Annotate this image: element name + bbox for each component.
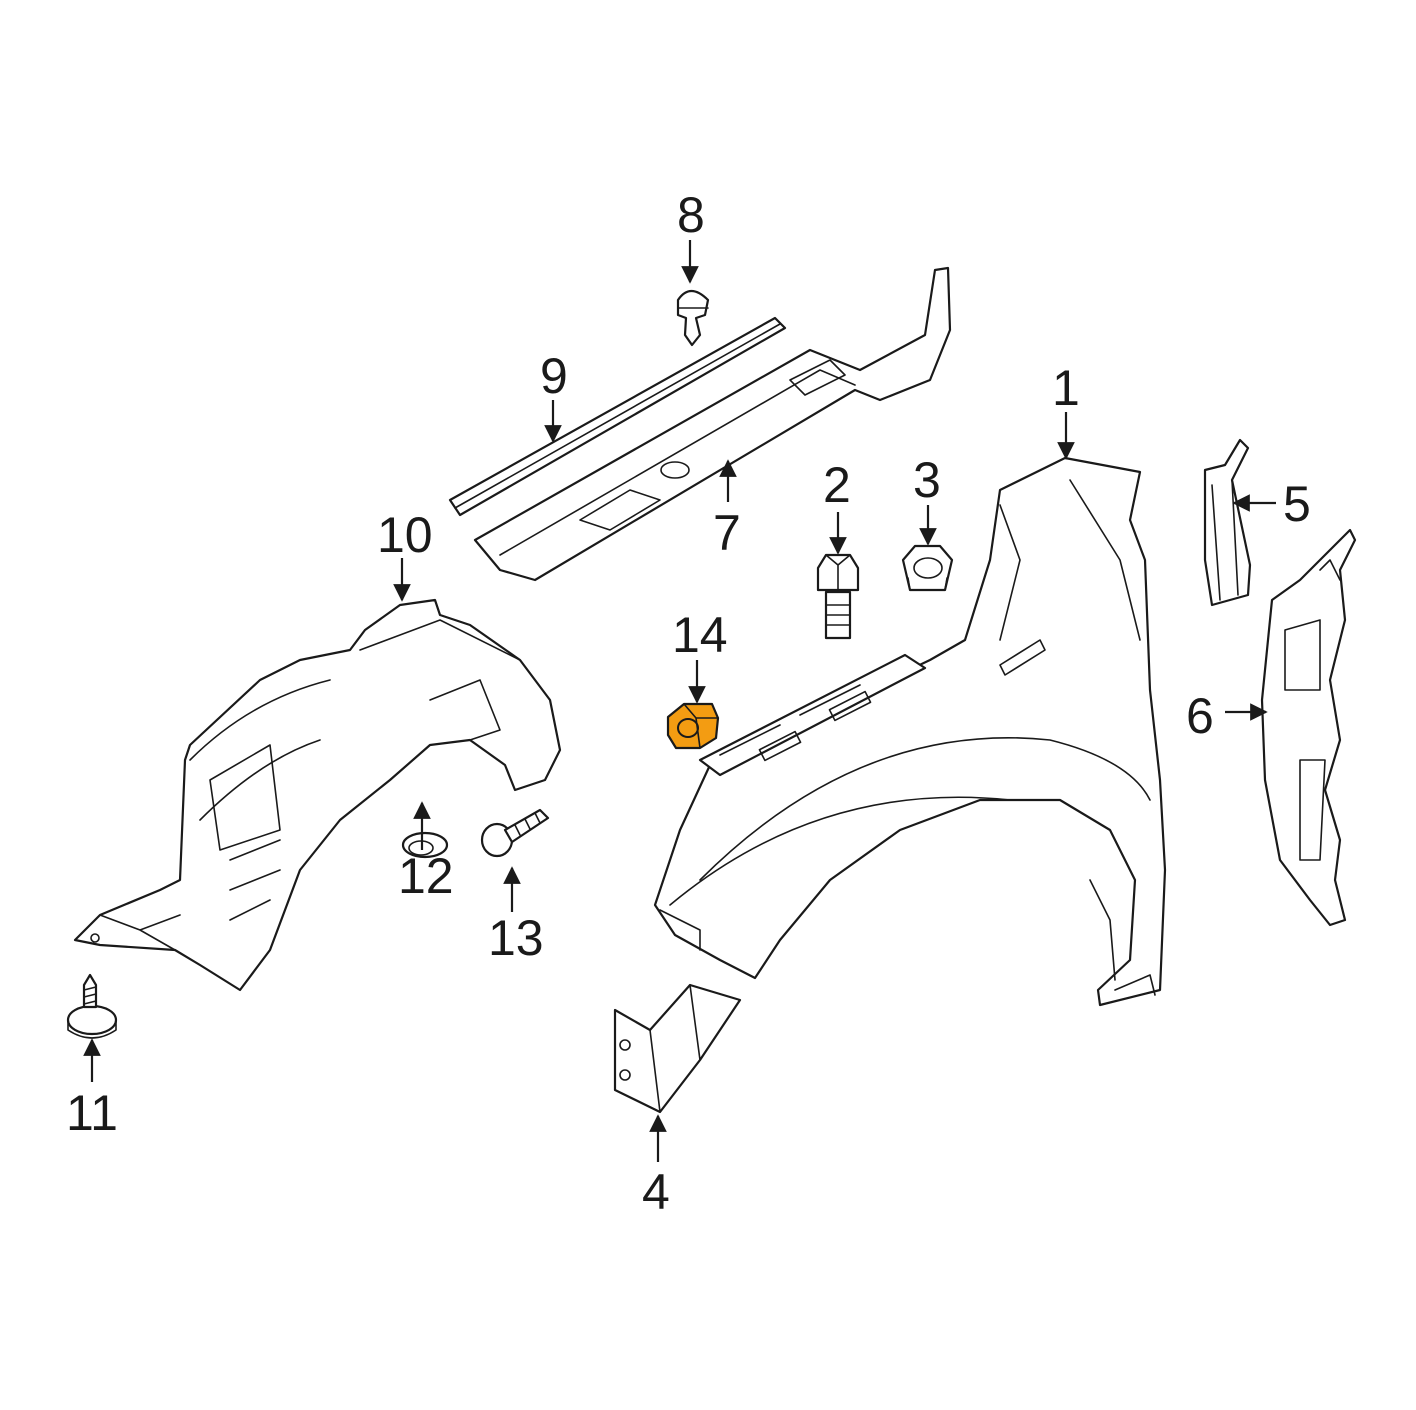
leader-lines [83, 240, 1276, 1162]
callout-3: 3 [913, 452, 941, 508]
callout-7: 7 [713, 505, 741, 561]
highlighted-nut-body [666, 702, 720, 750]
callout-6: 6 [1186, 688, 1214, 744]
clip-part[interactable] [676, 289, 710, 347]
bolt-part[interactable] [816, 553, 860, 640]
callout-11: 11 [66, 1085, 118, 1141]
fender-rail-flange [698, 653, 927, 777]
callout-8: 8 [677, 187, 705, 243]
fender-liner-part[interactable] [73, 598, 562, 992]
callout-12: 12 [398, 848, 454, 904]
bracket-part[interactable] [613, 983, 742, 1114]
callout-4: 4 [642, 1164, 670, 1220]
callout-13: 13 [488, 910, 544, 966]
screw-11-part[interactable] [66, 973, 118, 1039]
screw-13-part[interactable] [480, 808, 550, 858]
callout-10: 10 [377, 507, 433, 563]
weatherstrip-part[interactable] [448, 316, 787, 517]
nut-part[interactable] [901, 544, 954, 592]
callout-14: 14 [672, 607, 728, 663]
callout-1: 1 [1052, 360, 1080, 416]
fender-part[interactable] [653, 456, 1167, 1007]
insulator-part[interactable] [1260, 528, 1357, 927]
callout-9: 9 [540, 348, 568, 404]
highlighted-nut-part[interactable] [666, 702, 720, 750]
seal-strip-part[interactable] [473, 266, 952, 582]
callout-5: 5 [1283, 476, 1311, 532]
seal-part[interactable] [1203, 438, 1252, 607]
callout-labels: 1 2 3 4 5 6 7 8 9 10 11 12 13 14 [66, 187, 1311, 1220]
callout-2: 2 [823, 457, 851, 513]
